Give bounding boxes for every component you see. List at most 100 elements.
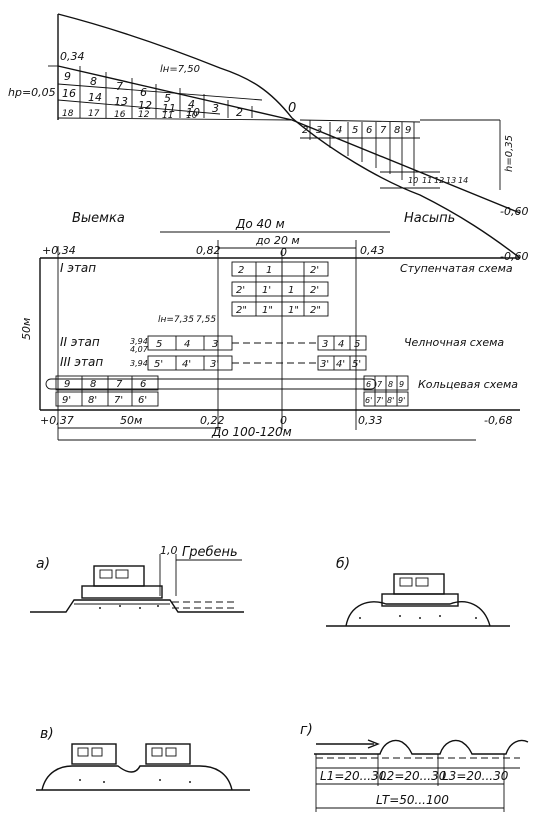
detail-d-l2: L2=20...30 <box>380 769 447 783</box>
svg-text:7': 7' <box>114 395 123 406</box>
cut-lower-numbers: 16 14 13 12 11 10 <box>62 87 200 119</box>
stage3-blocks: 5' 4' 3' 3' 4' 5' <box>147 355 367 371</box>
detail-d: г) L1=20...30 L2=20...30 L3=20...30 LT=5… <box>300 722 529 812</box>
l-label: lн=7,35 <box>158 315 194 325</box>
bulldozer-c1 <box>71 743 117 765</box>
stage1-blocks: 2 1 2' 2' 1' 1 2' 2" 1" 1" 2" <box>231 261 329 317</box>
svg-text:6: 6 <box>140 86 147 99</box>
detail-b-label: б) <box>336 556 350 572</box>
detail-d-label: г) <box>300 722 313 738</box>
svg-text:9': 9' <box>398 396 405 405</box>
svg-text:14: 14 <box>458 176 468 185</box>
ring-scheme: Кольцевая схема <box>418 378 518 391</box>
svg-text:11: 11 <box>162 111 173 121</box>
svg-text:2': 2' <box>310 285 319 296</box>
label-h-start: 0,34 <box>60 50 85 63</box>
svg-text:16: 16 <box>114 110 126 120</box>
cut-label: Выемка <box>72 211 125 226</box>
svg-text:4': 4' <box>336 359 345 370</box>
cut-column-dividers <box>79 66 253 118</box>
fill-upper-numbers: 2 3 4 5 6 7 8 9 <box>302 125 411 136</box>
mark-022: 0,22 <box>200 414 225 427</box>
fill-lower-numbers: 10 11 12 13 14 <box>408 176 468 185</box>
side-50: 50м <box>20 318 33 340</box>
svg-text:3: 3 <box>212 339 218 350</box>
svg-text:5': 5' <box>154 359 163 370</box>
svg-text:5: 5 <box>352 125 358 136</box>
mark-082: 0,82 <box>196 244 221 257</box>
mark-394: 3,94 <box>130 337 148 346</box>
longitudinal-profile: 0,34 hр=0,05 lн=7,50 0 h=0,35 -0,60 -0,6… <box>8 13 528 263</box>
stage2-label: II этап <box>60 335 100 349</box>
detail-d-l3: L3=20...30 <box>442 769 509 783</box>
svg-text:17: 17 <box>88 109 100 119</box>
svg-text:6': 6' <box>365 396 372 405</box>
svg-text:2: 2 <box>236 106 243 119</box>
svg-text:6: 6 <box>366 380 371 389</box>
mark-060a: -0,60 <box>500 205 528 218</box>
mark-b0: 0 <box>280 414 287 427</box>
svg-text:3: 3 <box>212 102 219 115</box>
svg-text:2': 2' <box>310 265 319 276</box>
label-h-end: h=0,35 <box>504 135 515 172</box>
svg-text:2': 2' <box>236 285 245 296</box>
svg-text:5': 5' <box>352 359 361 370</box>
svg-text:6: 6 <box>140 379 146 390</box>
detail-a-dim: 1,0 <box>160 544 178 557</box>
svg-text:7': 7' <box>376 396 383 405</box>
fill-label: Насыпь <box>404 211 455 226</box>
bulldozer-b <box>381 573 459 607</box>
dim-100: До 100-120м <box>211 425 292 439</box>
svg-text:7: 7 <box>116 80 123 93</box>
svg-text:2: 2 <box>238 265 244 276</box>
svg-text:4: 4 <box>338 339 344 350</box>
svg-text:14: 14 <box>88 91 102 104</box>
svg-text:5: 5 <box>164 92 171 105</box>
detail-c: в) <box>36 726 250 791</box>
bulldozer-c2 <box>145 743 191 765</box>
mark-068: -0,68 <box>484 414 512 427</box>
mark-043: 0,43 <box>360 244 385 257</box>
svg-text:8: 8 <box>90 75 97 88</box>
svg-text:5: 5 <box>354 339 360 350</box>
svg-text:6': 6' <box>138 395 147 406</box>
detail-d-lt: LT=50...100 <box>376 793 449 807</box>
svg-text:18: 18 <box>62 109 74 119</box>
dim-40: До 40 м <box>235 217 285 231</box>
plan-view: Выемка Насыпь До 40 м до 20 м +0,34 0,82… <box>20 211 520 441</box>
svg-text:10: 10 <box>186 106 200 119</box>
mark-bl: +0,37 <box>40 414 74 427</box>
svg-text:3': 3' <box>320 359 329 370</box>
detail-a-label: а) <box>36 556 50 572</box>
svg-text:3: 3 <box>316 125 322 136</box>
svg-text:3': 3' <box>210 359 219 370</box>
cut-upper-numbers: 9 8 7 6 5 4 3 2 <box>64 70 243 119</box>
svg-text:9: 9 <box>64 379 70 390</box>
svg-text:8: 8 <box>388 380 393 389</box>
mark-407: 4,07 <box>130 345 149 354</box>
stage1-scheme: Ступенчатая схема <box>400 262 513 275</box>
svg-text:7: 7 <box>377 380 383 389</box>
stage3-label: III этап <box>60 355 103 369</box>
svg-text:8': 8' <box>88 395 97 406</box>
svg-text:10: 10 <box>186 111 198 121</box>
svg-text:4': 4' <box>182 359 191 370</box>
svg-text:1: 1 <box>288 285 294 296</box>
svg-text:2": 2" <box>236 305 247 316</box>
svg-text:2": 2" <box>310 305 321 316</box>
svg-text:9: 9 <box>64 70 71 83</box>
svg-text:1": 1" <box>288 305 299 316</box>
label-zero: 0 <box>288 101 296 116</box>
label-hp: hр=0,05 <box>8 86 56 99</box>
detail-b: б) <box>326 556 510 627</box>
dim-50: 50м <box>120 414 142 427</box>
svg-text:4: 4 <box>184 339 190 350</box>
stage2-blocks: 5 4 3 3 4 5 <box>147 335 367 351</box>
svg-text:7: 7 <box>380 125 387 136</box>
svg-text:12: 12 <box>138 99 152 112</box>
mark-0: 0 <box>280 246 287 259</box>
bulldozer-a <box>81 565 163 599</box>
mark-060b: -0,60 <box>500 250 528 263</box>
svg-text:8': 8' <box>387 396 394 405</box>
